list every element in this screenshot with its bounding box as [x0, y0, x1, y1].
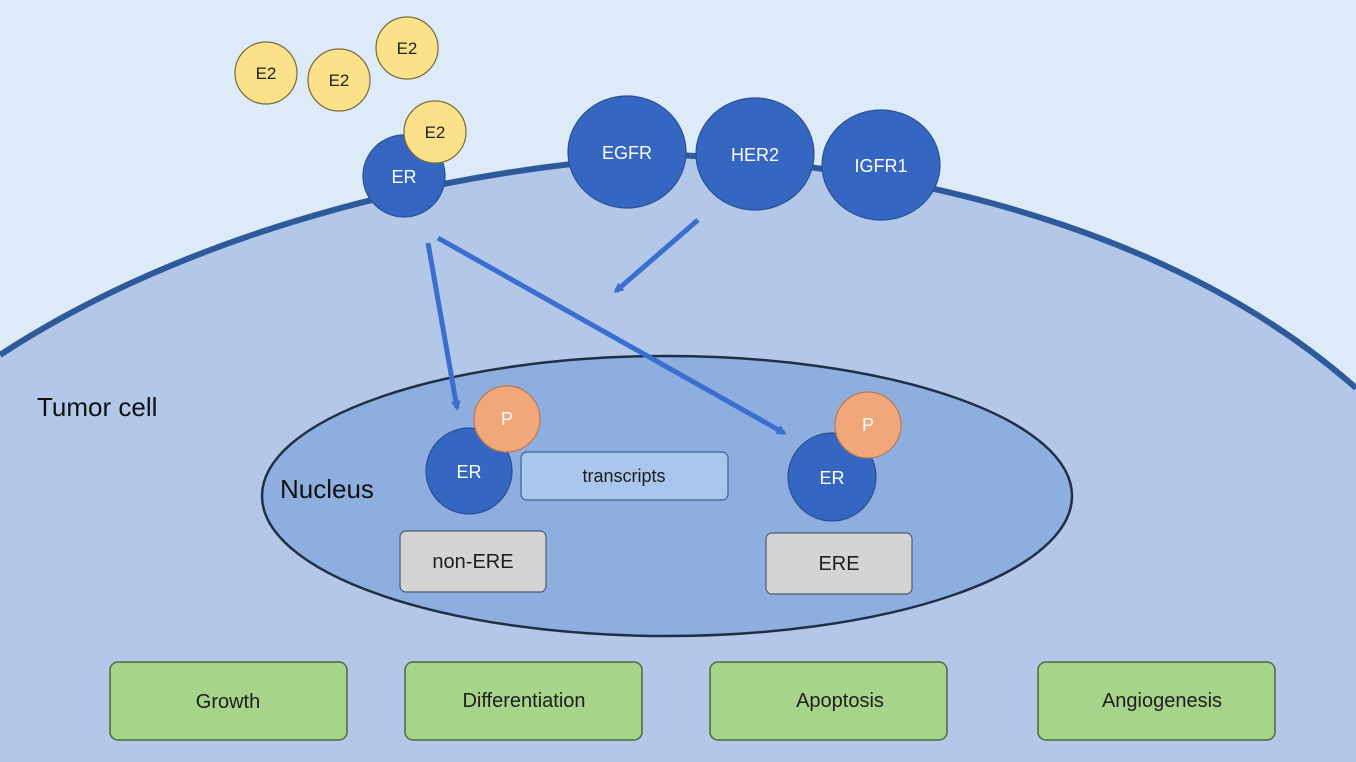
e2-label: E2 [256, 64, 277, 83]
outcome-label: Angiogenesis [1102, 690, 1222, 712]
ere-label: ERE [818, 553, 859, 575]
her2-receptor: HER2 [695, 97, 815, 211]
arrow-growth-factor-signal [613, 218, 700, 293]
outcome-label: Growth [196, 691, 260, 713]
e2-ligand: E2 [234, 41, 298, 105]
outcome-label: Apoptosis [796, 690, 884, 712]
outcome-differentiation-box: Differentiation [404, 661, 643, 741]
igfr1-label: IGFR1 [854, 156, 907, 176]
egfr-label: EGFR [602, 143, 652, 163]
non-ere-box: non-ERE [399, 530, 547, 593]
tumor-cell-label: Tumor cell [37, 392, 157, 422]
transcripts-label: transcripts [582, 466, 665, 486]
arrow-er-to-ere [436, 235, 787, 436]
igfr1-receptor: IGFR1 [821, 109, 941, 221]
non-ere-label: non-ERE [432, 551, 513, 573]
outcome-growth-box: Growth [109, 661, 348, 741]
er-label: ER [391, 167, 416, 187]
nuclear-er-non-ere: ER [425, 427, 513, 515]
er-label: ER [456, 462, 481, 482]
e2-label: E2 [397, 39, 418, 58]
phospho-label: P [862, 415, 874, 435]
her2-label: HER2 [731, 145, 779, 165]
outcome-apoptosis-box: Apoptosis [709, 661, 948, 741]
nucleus-label: Nucleus [280, 474, 374, 504]
phospho-group: P [834, 391, 902, 459]
phospho-label: P [501, 409, 513, 429]
phospho-group: P [473, 385, 541, 453]
outcome-label: Differentiation [462, 690, 585, 712]
e2-ligand: E2 [375, 16, 439, 80]
e2-ligand: E2 [307, 48, 371, 112]
transcripts-box: transcripts [520, 451, 729, 501]
bound-e2-ligand: E2 [403, 100, 467, 164]
arrow-er-to-non-ere [425, 242, 461, 411]
er-label: ER [819, 468, 844, 488]
e2-label: E2 [329, 71, 350, 90]
e2-label: E2 [425, 123, 446, 142]
outcome-angiogenesis-box: Angiogenesis [1037, 661, 1276, 741]
ere-box: ERE [765, 532, 913, 595]
egfr-receptor: EGFR [567, 95, 687, 209]
